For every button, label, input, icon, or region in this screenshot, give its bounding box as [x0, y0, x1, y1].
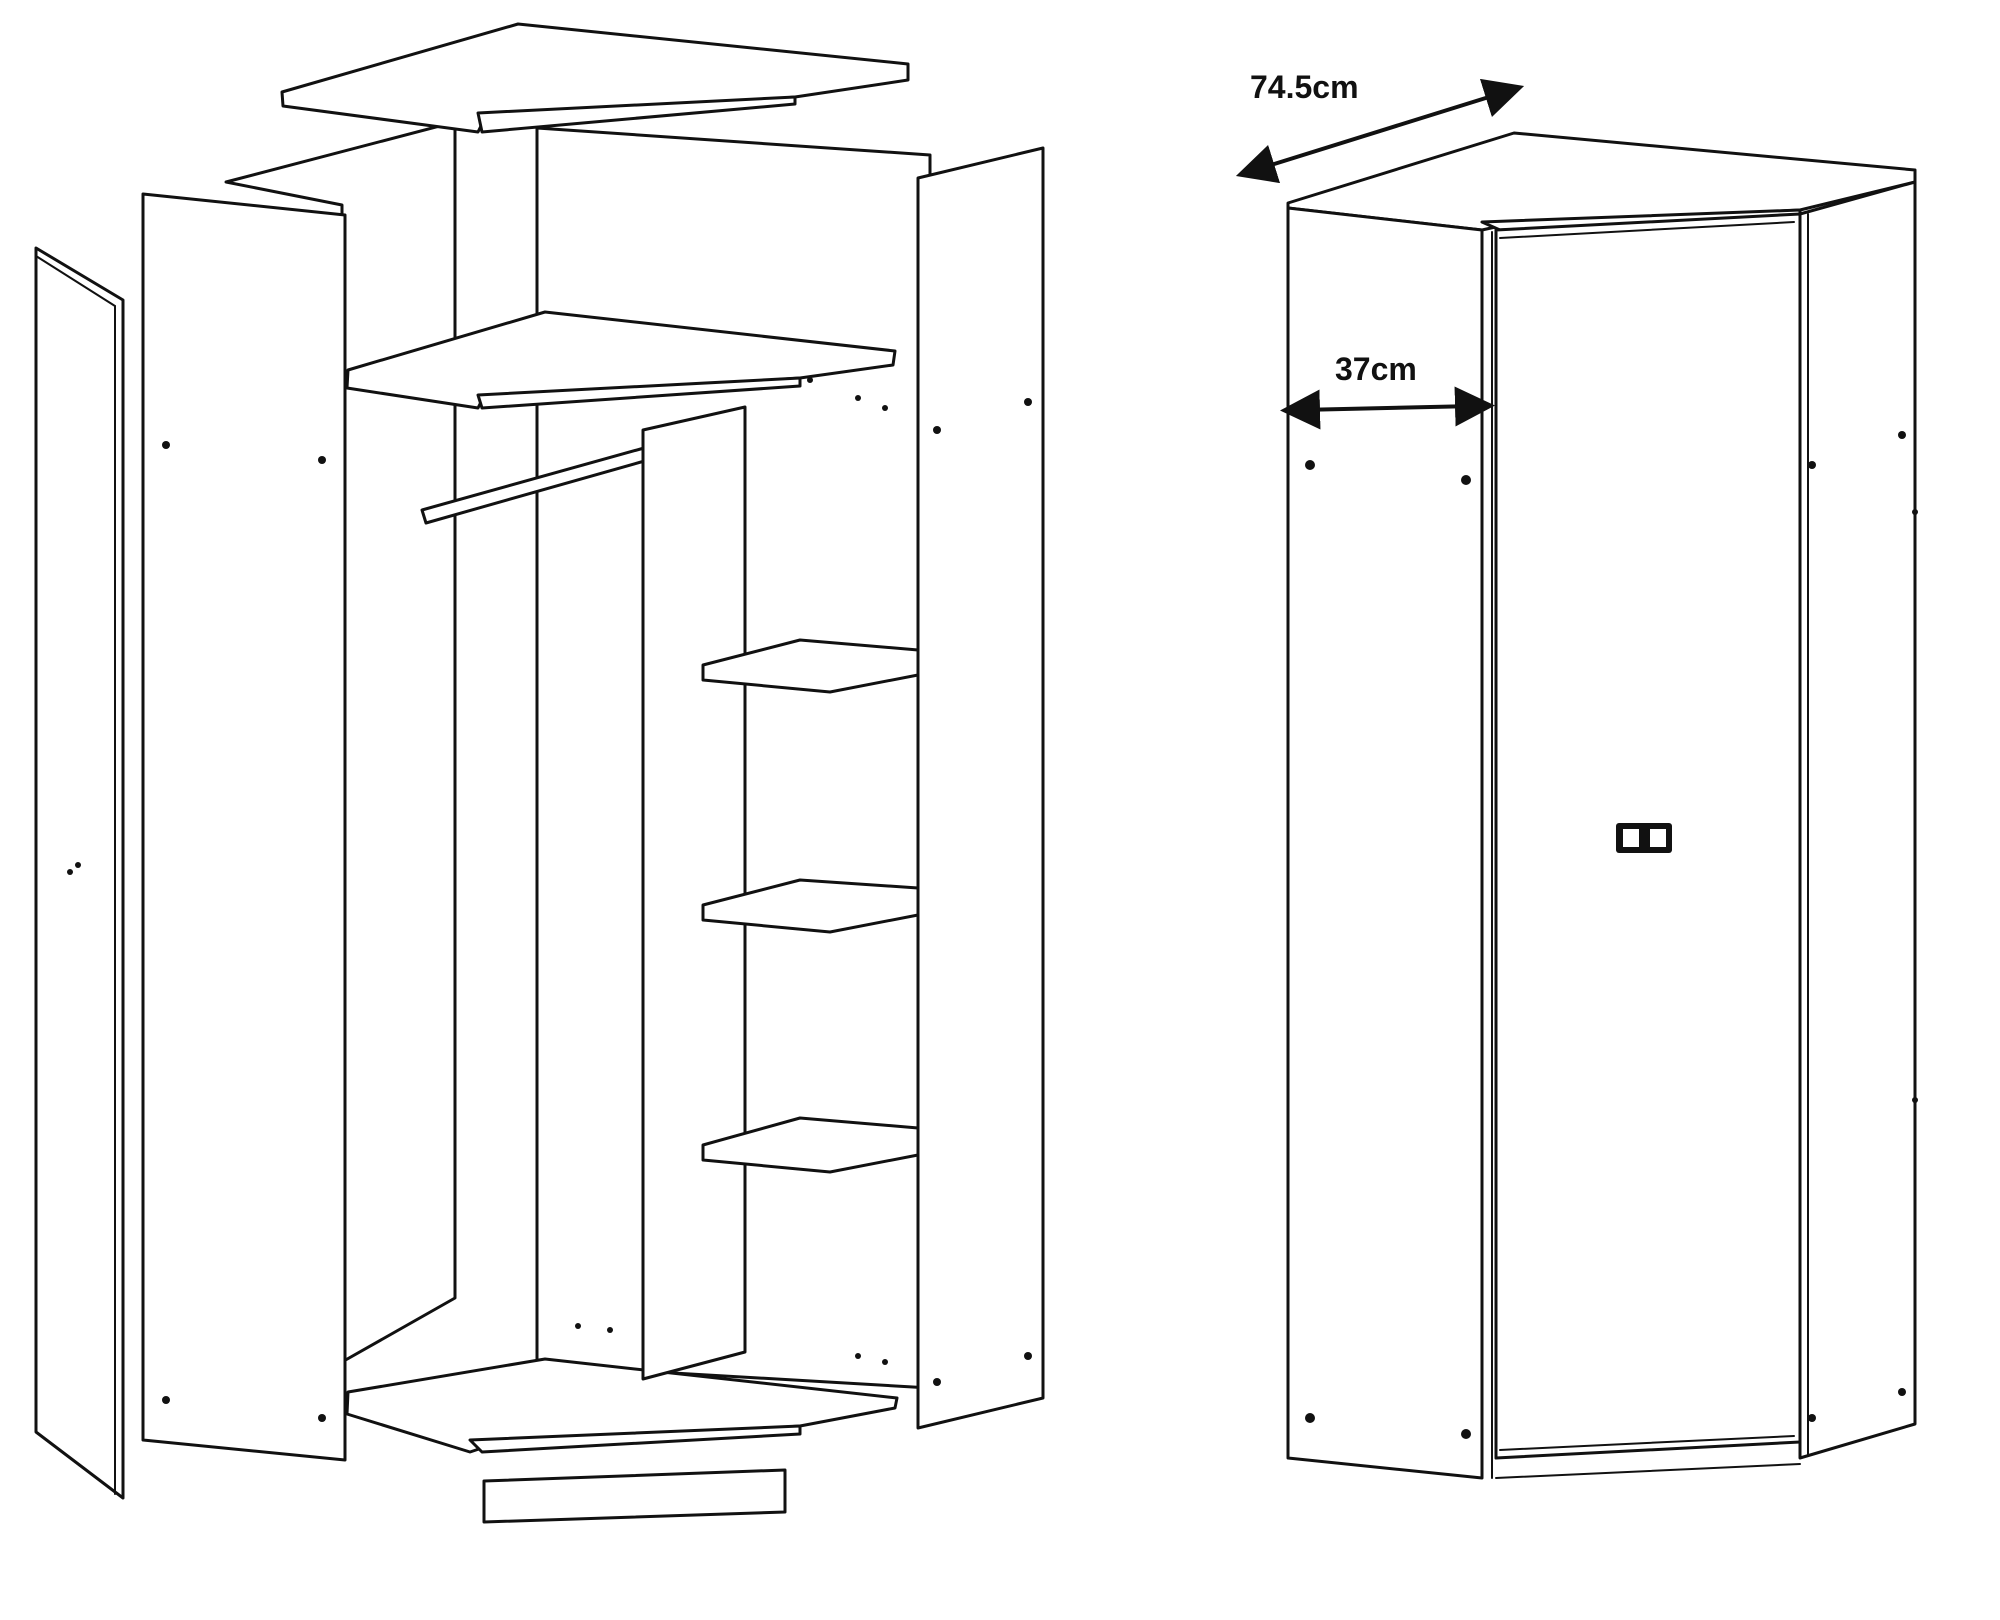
hole: [1461, 475, 1471, 485]
hole: [1305, 1413, 1315, 1423]
assembled-door-bottom-edge: [1499, 1435, 1795, 1451]
hole: [1024, 1352, 1032, 1360]
hole: [318, 456, 326, 464]
hole: [1808, 461, 1816, 469]
hole: [1305, 460, 1315, 470]
assembled-right-side: [1798, 180, 1917, 1460]
depth-arrow: [1280, 386, 1495, 430]
hole: [1461, 1429, 1471, 1439]
assembled-view: [1286, 131, 1918, 1480]
hole: [67, 869, 73, 875]
depth-dimension: 37cm: [1280, 351, 1495, 430]
hole: [607, 1327, 613, 1333]
hole: [1912, 1097, 1918, 1103]
width-dimension: 74.5cm: [1235, 69, 1525, 184]
hole: [1898, 431, 1906, 439]
bottom-panel-front-edge: [468, 1424, 802, 1454]
hole: [882, 405, 888, 411]
hole: [162, 441, 170, 449]
loose-door-panel-edge: [35, 255, 116, 307]
width-arrow: [1235, 78, 1525, 184]
small-shelf-2-edge: [702, 919, 831, 933]
assembled-door-top-edge: [1499, 221, 1795, 239]
plinth: [482, 1468, 787, 1524]
upper-shelf-front-edge: [476, 376, 802, 410]
hole: [933, 1378, 941, 1386]
right-side-panel: [916, 146, 1045, 1430]
left-side-panel: [141, 192, 347, 1462]
hole: [162, 1396, 170, 1404]
top-panel-front-edge: [476, 95, 797, 134]
width-label: 74.5cm: [1250, 69, 1359, 105]
hole: [75, 862, 81, 868]
hole: [882, 1359, 888, 1365]
hole: [1808, 1414, 1816, 1422]
hole: [807, 377, 813, 383]
hole: [318, 1414, 326, 1422]
hole: [575, 1323, 581, 1329]
hole: [855, 1353, 861, 1359]
hole: [1912, 509, 1918, 515]
assembled-plinth-line: [1495, 1463, 1801, 1479]
exploded-view: [34, 22, 1045, 1524]
divider-panel: [641, 405, 747, 1381]
small-shelf-1-edge: [702, 679, 831, 693]
door-handle: [1616, 823, 1672, 853]
hole: [933, 426, 941, 434]
assembled-left-side: [1286, 206, 1484, 1480]
back-panel-left: [224, 120, 457, 1364]
small-shelf-3-edge: [702, 1159, 831, 1173]
hole: [1898, 1388, 1906, 1396]
loose-door-panel: [34, 246, 125, 1500]
depth-label: 37cm: [1335, 351, 1417, 387]
hole: [855, 395, 861, 401]
hole: [1024, 398, 1032, 406]
